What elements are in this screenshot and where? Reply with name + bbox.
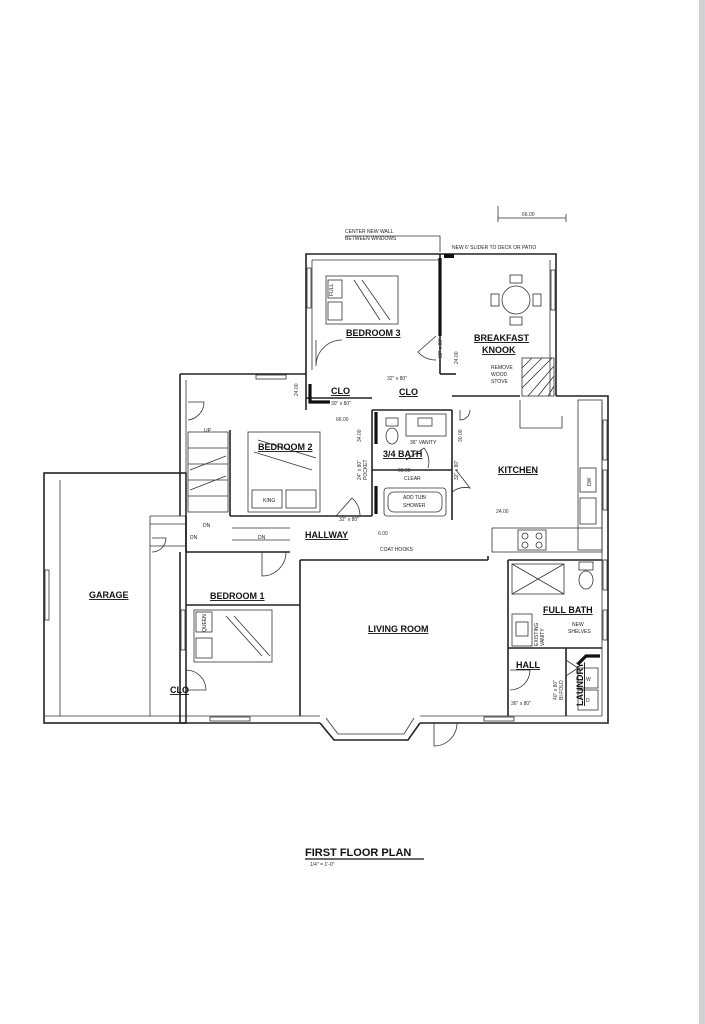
svg-text:BETWEEN WINDOWS: BETWEEN WINDOWS bbox=[345, 236, 397, 242]
svg-text:32" x 80": 32" x 80" bbox=[438, 338, 444, 358]
room-label-knook: KNOOK bbox=[482, 345, 516, 355]
svg-text:UP: UP bbox=[204, 428, 212, 434]
svg-text:30" x 80": 30" x 80" bbox=[331, 401, 351, 407]
dryer bbox=[577, 689, 599, 711]
page-edge bbox=[699, 0, 705, 1024]
svg-text:32" x 80": 32" x 80" bbox=[454, 460, 460, 480]
svg-text:24.00: 24.00 bbox=[496, 509, 509, 515]
svg-text:24.00: 24.00 bbox=[454, 351, 460, 364]
svg-text:DN: DN bbox=[203, 523, 211, 529]
svg-text:VANITY: VANITY bbox=[540, 628, 546, 646]
room-label-bath-34: 3/4 BATH bbox=[383, 449, 422, 459]
svg-text:QUEEN: QUEEN bbox=[202, 614, 208, 632]
range bbox=[517, 529, 547, 551]
bed-king bbox=[247, 431, 321, 513]
svg-text:CLEAR: CLEAR bbox=[404, 476, 421, 482]
title-block: FIRST FLOOR PLAN 1/4" = 1'-0" bbox=[305, 847, 424, 868]
svg-text:DN: DN bbox=[190, 535, 198, 541]
svg-text:STOVE: STOVE bbox=[491, 379, 509, 385]
doors bbox=[151, 335, 579, 747]
svg-text:ADD TUB/: ADD TUB/ bbox=[403, 495, 427, 501]
svg-text:32" x 80": 32" x 80" bbox=[339, 517, 359, 523]
knook-walls bbox=[440, 253, 557, 396]
svg-text:30.00: 30.00 bbox=[458, 429, 464, 442]
stairs bbox=[150, 431, 290, 547]
room-label-laundry: LAUNDRY bbox=[575, 662, 585, 706]
svg-text:24" x 80": 24" x 80" bbox=[357, 460, 363, 480]
svg-text:CENTER NEW WALL: CENTER NEW WALL bbox=[345, 229, 394, 235]
svg-text:24.00: 24.00 bbox=[294, 383, 300, 396]
svg-text:POCKET: POCKET bbox=[363, 459, 369, 480]
svg-text:66.00: 66.00 bbox=[522, 212, 535, 218]
svg-text:32" x 80": 32" x 80" bbox=[387, 376, 407, 382]
room-label-bedroom-1: BEDROOM 1 bbox=[210, 591, 265, 601]
svg-text:SHOWER: SHOWER bbox=[403, 503, 426, 509]
washer bbox=[577, 667, 599, 689]
bedroom3-walls bbox=[305, 253, 440, 374]
walls bbox=[43, 253, 609, 741]
room-label-living-room: LIVING ROOM bbox=[368, 624, 429, 634]
svg-text:DW: DW bbox=[587, 477, 593, 486]
room-label-hallway: HALLWAY bbox=[305, 530, 348, 540]
svg-text:6.00: 6.00 bbox=[378, 531, 388, 537]
bed-full bbox=[325, 275, 399, 325]
room-label-clo-right: CLO bbox=[399, 387, 418, 397]
garage-window bbox=[44, 569, 50, 621]
svg-text:60.00: 60.00 bbox=[398, 468, 411, 474]
room-label-clo-left: CLO bbox=[331, 386, 350, 396]
dishwasher bbox=[579, 467, 597, 493]
svg-text:SHELVES: SHELVES bbox=[568, 629, 591, 635]
svg-text:NEW 6' SLIDER TO DECK OR PATIO: NEW 6' SLIDER TO DECK OR PATIO bbox=[452, 245, 536, 251]
fixtures bbox=[193, 206, 603, 711]
svg-text:40" x 80": 40" x 80" bbox=[553, 680, 559, 700]
room-label-bedroom-2: BEDROOM 2 bbox=[258, 442, 313, 452]
svg-text:BI-FOLD: BI-FOLD bbox=[559, 680, 565, 700]
svg-text:WOOD: WOOD bbox=[491, 372, 507, 378]
svg-text:36" x 80": 36" x 80" bbox=[511, 701, 531, 707]
room-label-breakfast: BREAKFAST bbox=[474, 333, 530, 343]
dimensions: 66.00 24.00 32" x 80" 32" x 80" 30" x 80… bbox=[294, 212, 565, 707]
svg-text:COAT HOOKS: COAT HOOKS bbox=[380, 547, 414, 553]
svg-text:DN: DN bbox=[258, 535, 266, 541]
svg-text:REMOVE: REMOVE bbox=[491, 365, 513, 371]
svg-text:W: W bbox=[586, 677, 591, 683]
room-label-full-bath: FULL BATH bbox=[543, 605, 593, 615]
svg-text:34.00: 34.00 bbox=[357, 429, 363, 442]
room-label-clo-bottom: CLO bbox=[170, 685, 189, 695]
svg-text:36" VANITY: 36" VANITY bbox=[410, 440, 437, 446]
room-label-bedroom-3: BEDROOM 3 bbox=[346, 328, 401, 338]
breakfast-table bbox=[501, 285, 531, 315]
full-bath-tub bbox=[511, 563, 565, 595]
svg-text:66.00: 66.00 bbox=[336, 417, 349, 423]
svg-text:KING: KING bbox=[263, 498, 275, 504]
tub-shower bbox=[383, 487, 447, 517]
plan-scale: 1/4" = 1'-0" bbox=[310, 862, 335, 868]
svg-text:NEW: NEW bbox=[572, 622, 584, 628]
svg-text:EXISTING: EXISTING bbox=[534, 623, 540, 646]
svg-text:D: D bbox=[586, 698, 590, 704]
plan-title: FIRST FLOOR PLAN bbox=[305, 847, 411, 859]
room-label-garage: GARAGE bbox=[89, 590, 129, 600]
room-label-hall: HALL bbox=[516, 660, 540, 670]
svg-text:FULL: FULL bbox=[329, 284, 335, 296]
bay-window bbox=[319, 722, 421, 741]
room-labels: BEDROOM 3 BREAKFAST KNOOK CLO CLO BEDROO… bbox=[89, 328, 593, 706]
room-label-kitchen: KITCHEN bbox=[498, 465, 538, 475]
bed-queen bbox=[193, 609, 273, 663]
notes: CENTER NEW WALL BETWEEN WINDOWS NEW 6' S… bbox=[190, 229, 593, 704]
